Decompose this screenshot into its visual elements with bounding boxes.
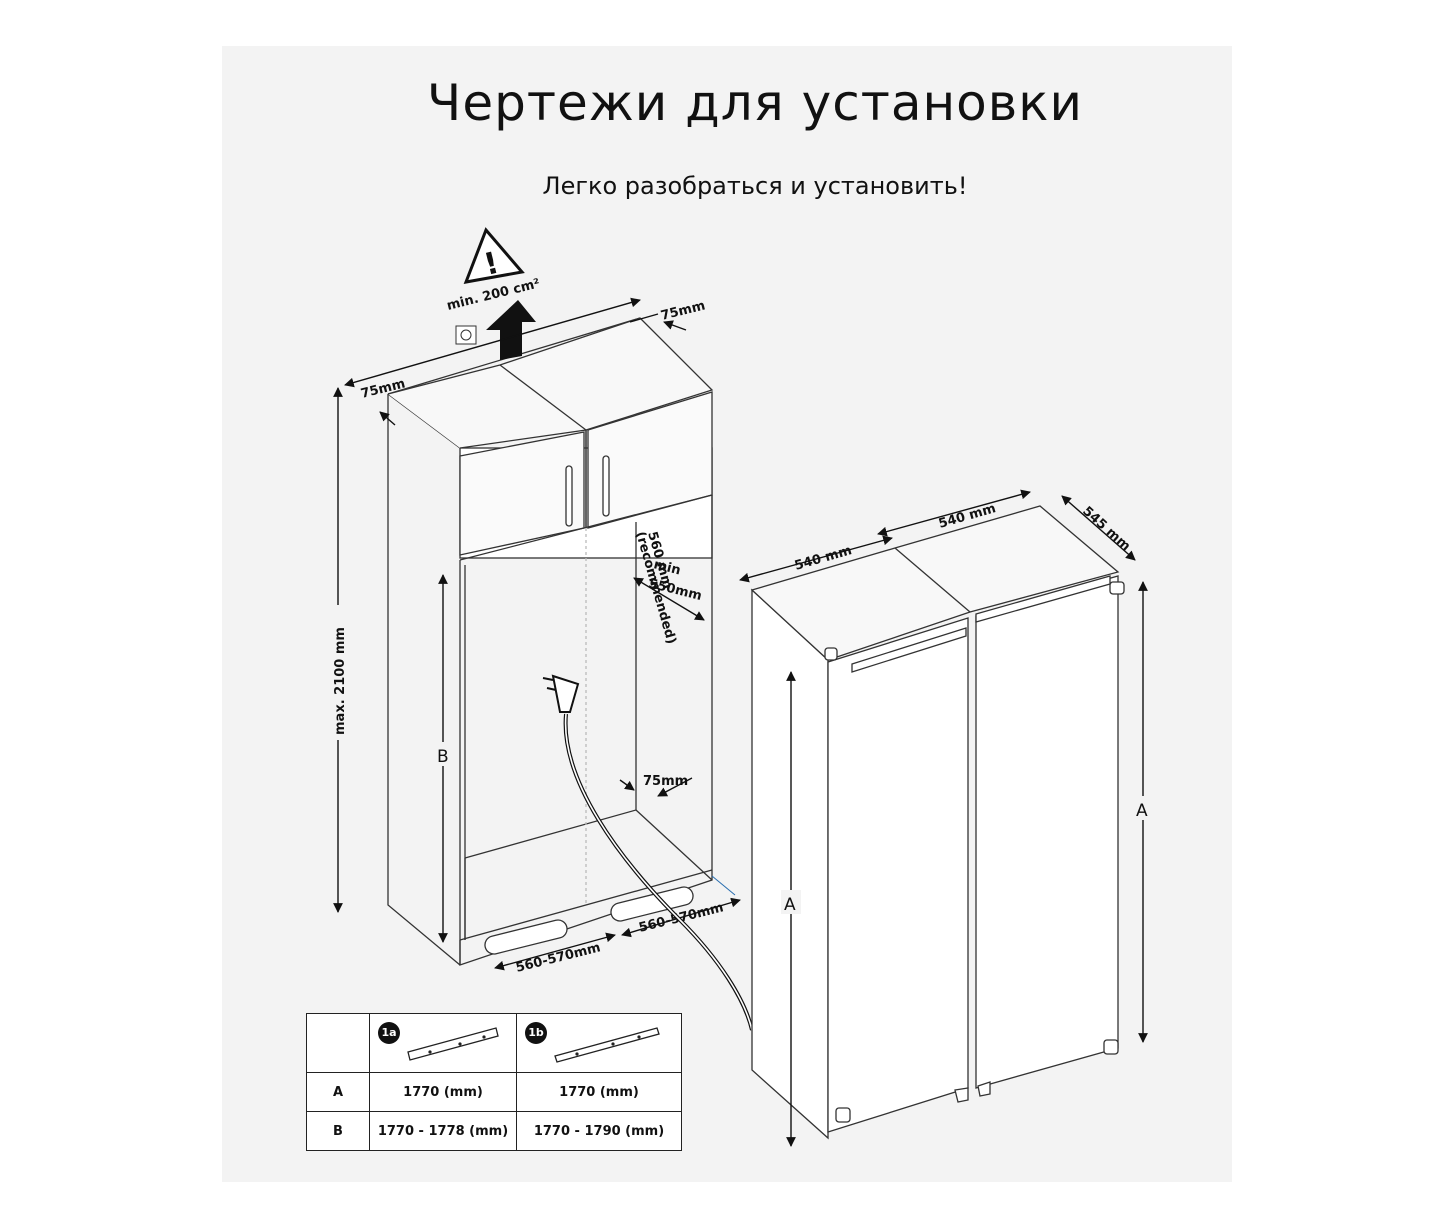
- b-label-bg: [434, 742, 454, 766]
- dimension-a-left-label: A: [784, 895, 796, 915]
- ventilation-label: min. 200 cm²: [445, 276, 541, 314]
- height-label-bg: [326, 605, 350, 740]
- depth-min-label: min: [652, 557, 682, 578]
- dimension-a-right-label: A: [1136, 801, 1148, 821]
- dimension-b-label: B: [437, 747, 449, 767]
- top-gap-dimensions: [344, 297, 687, 426]
- page-title: Чертежи для установки: [427, 74, 1083, 132]
- a-right-label-bg: [1133, 796, 1153, 820]
- max-height-label: max. 2100 mm: [333, 627, 348, 735]
- row-label-b: B: [306, 1111, 370, 1151]
- depth-min-arrow: [633, 577, 705, 621]
- bracket-1a-icon: [407, 1027, 499, 1061]
- niche-width-arrows: [494, 897, 741, 971]
- table-row: A 1770 (mm) 1770 (mm): [306, 1072, 682, 1112]
- warning-triangle-icon: !: [463, 227, 525, 284]
- rear-gap-arrows: [619, 777, 693, 797]
- table-header-1b: 1b: [516, 1013, 682, 1073]
- rear-gap-label: 75mm: [643, 774, 688, 789]
- table-header-1a: 1a: [369, 1013, 517, 1073]
- bracket-1b-icon: [554, 1027, 660, 1063]
- cell-b-1b: 1770 - 1790 (mm): [516, 1111, 682, 1151]
- page-subtitle: Легко разобраться и установить!: [542, 172, 968, 200]
- cell-a-1b: 1770 (mm): [516, 1072, 682, 1112]
- cell-b-1a: 1770 - 1778 (mm): [369, 1111, 517, 1151]
- accent-line: [711, 875, 736, 896]
- table-header-row: 1a 1b: [306, 1013, 682, 1073]
- row-label-a: A: [306, 1072, 370, 1112]
- wall-socket-icon: [455, 325, 477, 345]
- table-header-empty: [306, 1013, 370, 1073]
- badge-1a: 1a: [378, 1022, 400, 1044]
- fridge-width-arrows: [739, 489, 1136, 583]
- cell-a-1a: 1770 (mm): [369, 1072, 517, 1112]
- table-row: B 1770 - 1778 (mm) 1770 - 1790 (mm): [306, 1111, 682, 1151]
- badge-1b: 1b: [525, 1022, 547, 1044]
- a-left-label-bg: [781, 890, 801, 914]
- top-gap-right-label: 75mm: [659, 298, 706, 323]
- dimension-table: 1a 1b A 1770 (mm) 1770 (mm) B 1770 - 177…: [306, 1013, 682, 1151]
- power-cord: [542, 674, 754, 1031]
- side-by-side-fridge: [750, 505, 1125, 1140]
